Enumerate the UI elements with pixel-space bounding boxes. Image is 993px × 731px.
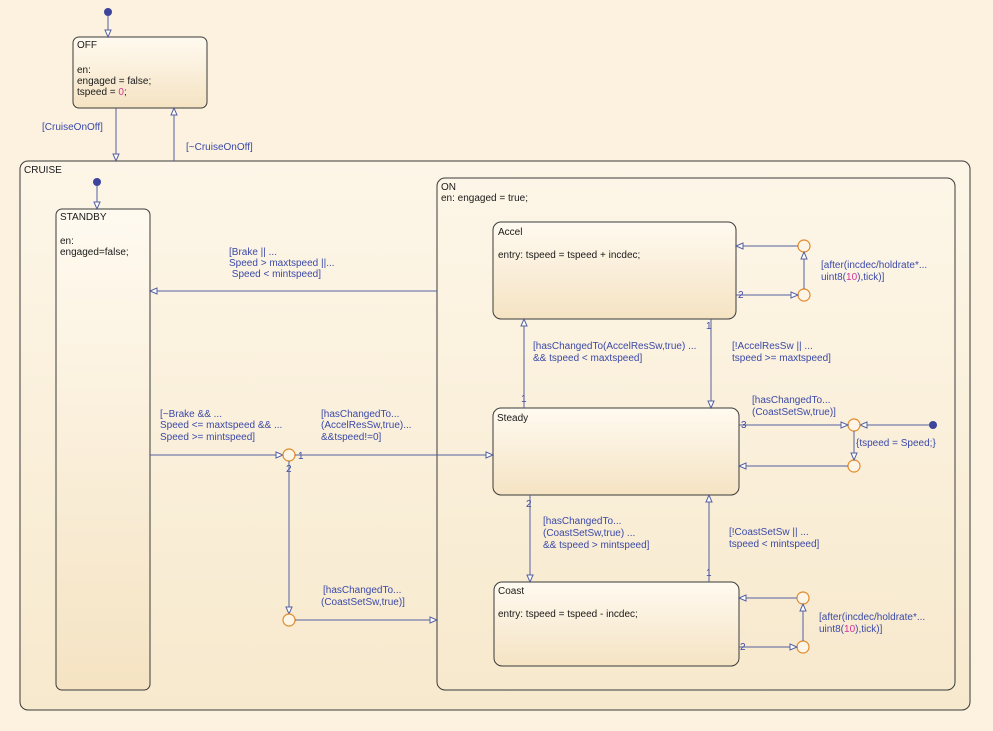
junction-steady-top[interactable] (847, 418, 861, 432)
transition-cruise-to-off-arrow (170, 106, 178, 116)
state-coast[interactable] (493, 581, 740, 667)
label-steady-self-1[interactable]: [hasChangedTo... (752, 395, 830, 406)
label-off-to-cruise[interactable]: [CruiseOnOff] (42, 122, 103, 133)
label-steady-self-2[interactable]: (CoastSetSw,true)] (752, 407, 836, 418)
state-cruise-name: CRUISE (24, 165, 62, 176)
transition-on-to-standby-arrow (148, 287, 158, 295)
state-accel-entry: entry: tspeed = tspeed + incdec; (498, 250, 640, 261)
label-steady-to-coast-1[interactable]: [hasChangedTo... (543, 516, 621, 527)
state-coast-entry: entry: tspeed = tspeed - incdec; (498, 609, 638, 620)
transition-steady-self-back-arrow (737, 462, 747, 470)
label-coast-to-steady-1[interactable]: [!CoastSetSw || ... (729, 527, 809, 538)
state-accel[interactable] (492, 221, 737, 320)
transition-accel-self-out-arrow (790, 291, 800, 299)
junction-standby-exit[interactable] (282, 448, 296, 462)
state-steady-name: Steady (497, 413, 528, 424)
order-junction-1: 1 (298, 451, 304, 462)
transition-standby-to-junction-arrow (275, 451, 285, 459)
transition-coast-self-back-arrow (737, 594, 747, 602)
label-coast-self-2[interactable]: uint8(10),tick)] (819, 624, 883, 635)
order-accel-out-1: 1 (706, 321, 712, 332)
label-steady-default-action[interactable]: {tspeed = Speed;} (856, 438, 936, 449)
transition-accel-self-back-arrow (734, 242, 744, 250)
label-standby-to-junction-1[interactable]: [~Brake && ... (160, 409, 222, 420)
label-junction-to-steady-2[interactable]: (AccelResSw,true)... (321, 420, 412, 431)
default-transition-standby-dot[interactable] (93, 178, 101, 186)
junction-coast-top[interactable] (796, 591, 810, 605)
label-steady-to-accel-1[interactable]: [hasChangedTo(AccelResSw,true) ... (533, 341, 696, 352)
label-steady-to-accel-2[interactable]: && tspeed < maxtspeed] (533, 353, 642, 364)
order-steady-self-3: 3 (741, 420, 747, 431)
label-accel-self-1[interactable]: [after(incdec/holdrate*... (821, 260, 927, 271)
transition-steady-self-down-arrow (850, 452, 858, 462)
label-coast-to-steady-2[interactable]: tspeed < mintspeed] (729, 539, 820, 550)
transition-steady-default-arrow (858, 421, 868, 429)
state-standby-name: STANDBY (60, 212, 107, 223)
state-off-line-engaged: engaged = false; (77, 76, 151, 87)
state-standby[interactable] (55, 208, 151, 691)
transition-accel-to-steady-arrow (707, 400, 715, 410)
default-transition-steady-dot[interactable] (929, 421, 937, 429)
label-accel-to-steady-1[interactable]: [!AccelResSw || ... (732, 341, 813, 352)
default-transition-standby-arrow (93, 201, 101, 211)
transition-steady-self-out-arrow (840, 421, 850, 429)
transition-coast-to-steady-arrow (705, 493, 713, 503)
state-on-action: en: engaged = true; (441, 193, 528, 204)
state-off-line-tspeed: tspeed = 0; (77, 87, 127, 98)
label-on-to-standby-3[interactable]: Speed < mintspeed] (229, 269, 321, 280)
state-standby-line-en: en: (60, 236, 74, 247)
transition-junction-to-steady-arrow (485, 451, 495, 459)
label-junction-to-steady-1[interactable]: [hasChangedTo... (321, 409, 399, 420)
order-coast-up-1: 1 (706, 568, 712, 579)
transition-steady-to-coast-arrow (526, 574, 534, 584)
label-accel-to-steady-2[interactable]: tspeed >= maxtspeed] (732, 353, 831, 364)
state-accel-name: Accel (498, 227, 522, 238)
label-standby-to-junction-3[interactable]: Speed >= mintspeed] (160, 432, 255, 443)
state-steady[interactable] (492, 407, 740, 496)
order-coast-self-2: 2 (740, 642, 746, 653)
label-junction-to-steady-3[interactable]: &&tspeed!=0] (321, 432, 382, 443)
default-transition-off-dot[interactable] (104, 8, 112, 16)
state-on-name: ON (441, 182, 456, 193)
label-on-to-standby-2[interactable]: Speed > maxtspeed ||... (229, 258, 335, 269)
label-junction-to-coast-1[interactable]: [hasChangedTo... (323, 585, 401, 596)
state-off-line-en: en: (77, 65, 91, 76)
transition-steady-to-accel-arrow (520, 317, 528, 327)
label-junction-to-coast-2[interactable]: (CoastSetSw,true)] (321, 597, 405, 608)
transition-coast-self-out-arrow (789, 643, 799, 651)
state-off-name: OFF (77, 40, 97, 51)
order-steady-up-1: 1 (521, 394, 527, 405)
junction-accel-top[interactable] (797, 239, 811, 253)
junction-coast-entry[interactable] (282, 613, 296, 627)
transition-accel-self-up-arrow (800, 250, 808, 260)
transition-junction-down-arrow (285, 606, 293, 616)
label-standby-to-junction-2[interactable]: Speed <= maxtspeed && ... (160, 420, 282, 431)
label-on-to-standby-1[interactable]: [Brake || ... (229, 247, 277, 258)
junction-steady-bottom[interactable] (847, 459, 861, 473)
label-coast-self-1[interactable]: [after(incdec/holdrate*... (819, 612, 925, 623)
transition-junction-to-coast-arrow (429, 616, 439, 624)
label-accel-self-2[interactable]: uint8(10),tick)] (821, 272, 885, 283)
default-transition-off-arrow (104, 29, 112, 39)
order-accel-self-2: 2 (738, 290, 744, 301)
junction-accel-bottom[interactable] (797, 288, 811, 302)
junction-coast-bottom[interactable] (796, 640, 810, 654)
state-coast-name: Coast (498, 586, 524, 597)
label-steady-to-coast-2[interactable]: (CoastSetSw,true) ... (543, 528, 635, 539)
state-off[interactable] (72, 36, 208, 109)
state-standby-line-engaged: engaged=false; (60, 247, 129, 258)
label-steady-to-coast-3[interactable]: && tspeed > mintspeed] (543, 540, 650, 551)
transition-coast-self-up-arrow (799, 602, 807, 612)
transition-off-to-cruise-arrow (112, 153, 120, 163)
label-cruise-to-off[interactable]: [~CruiseOnOff] (186, 142, 253, 153)
order-steady-down-2: 2 (526, 499, 532, 510)
